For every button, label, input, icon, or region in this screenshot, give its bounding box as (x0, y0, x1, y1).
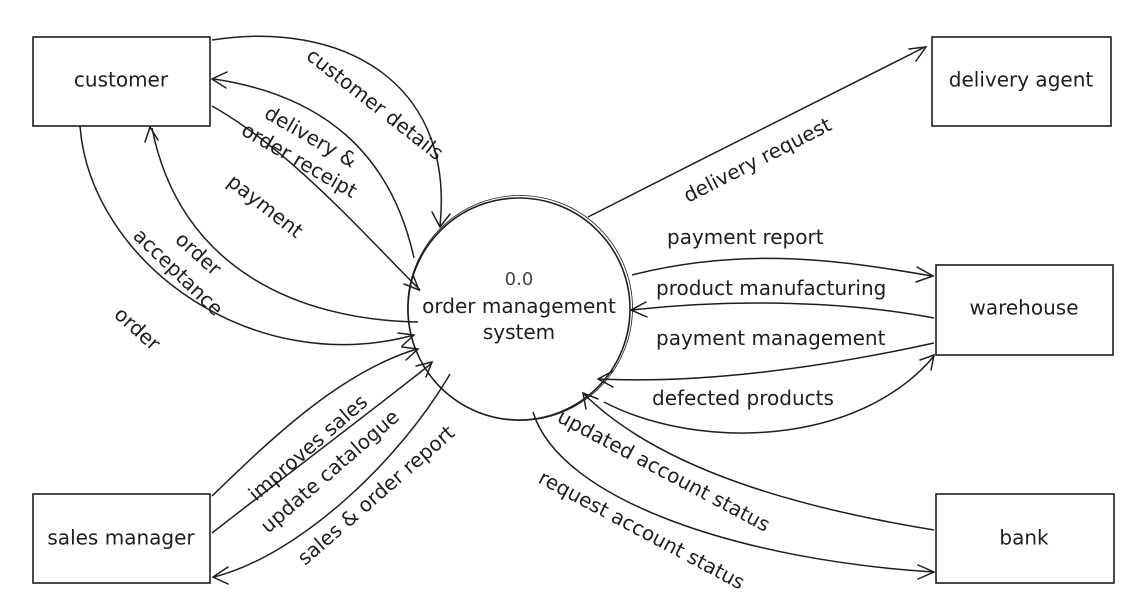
label-order: order (110, 302, 166, 356)
flow-order-acceptance (144, 125, 419, 323)
entity-delivery-agent-box (931, 36, 1112, 127)
label-product-manufacturing: product manufacturing (656, 276, 886, 300)
flow-updated-account-status (582, 391, 935, 531)
entity-bank-label: bank (999, 526, 1049, 550)
entity-sales-manager-label: sales manager (47, 526, 195, 550)
entity-customer-label: customer (74, 68, 169, 92)
flow-delivery-request (587, 46, 928, 218)
process-name-line1: order management (422, 294, 616, 318)
entity-warehouse-label: warehouse (969, 296, 1078, 320)
flow-product-manufacturing (629, 301, 935, 319)
flow-customer-details (211, 35, 451, 229)
entity-warehouse-box (935, 264, 1114, 356)
process-circle-sketch (407, 195, 633, 421)
flow-improves-sales (211, 346, 420, 497)
flow-order (79, 125, 416, 347)
entity-customer: customer (32, 36, 211, 127)
entity-customer-box (32, 36, 211, 127)
label-delivery-request: delivery request (679, 112, 835, 207)
label-payment: payment (223, 169, 308, 243)
flow-request-account-status (532, 411, 936, 580)
flow-delivery-receipt (210, 71, 415, 259)
flow-update-catalogue (211, 360, 434, 534)
process-order-management: 0.0 order management system (407, 195, 633, 421)
entity-bank: bank (935, 493, 1115, 584)
flow-payment-management (596, 342, 935, 388)
label-payment-report: payment report (667, 225, 824, 249)
label-defected-products: defected products (652, 386, 834, 410)
process-name-line2: system (483, 320, 555, 344)
entity-delivery-agent-label: delivery agent (949, 68, 1094, 92)
entity-sales-manager: sales manager (32, 493, 211, 584)
flow-payment (211, 105, 421, 292)
flow-sales-order-report (211, 373, 451, 585)
flow-defected-products (603, 353, 935, 434)
entity-delivery-agent: delivery agent (931, 36, 1112, 127)
flow-payment-report (631, 257, 935, 283)
entity-warehouse: warehouse (935, 264, 1114, 356)
process-id: 0.0 (505, 269, 534, 290)
entity-sales-manager-box (32, 493, 211, 584)
process-circle (407, 197, 631, 421)
label-payment-management: payment management (656, 326, 886, 350)
entity-bank-box (935, 493, 1115, 584)
